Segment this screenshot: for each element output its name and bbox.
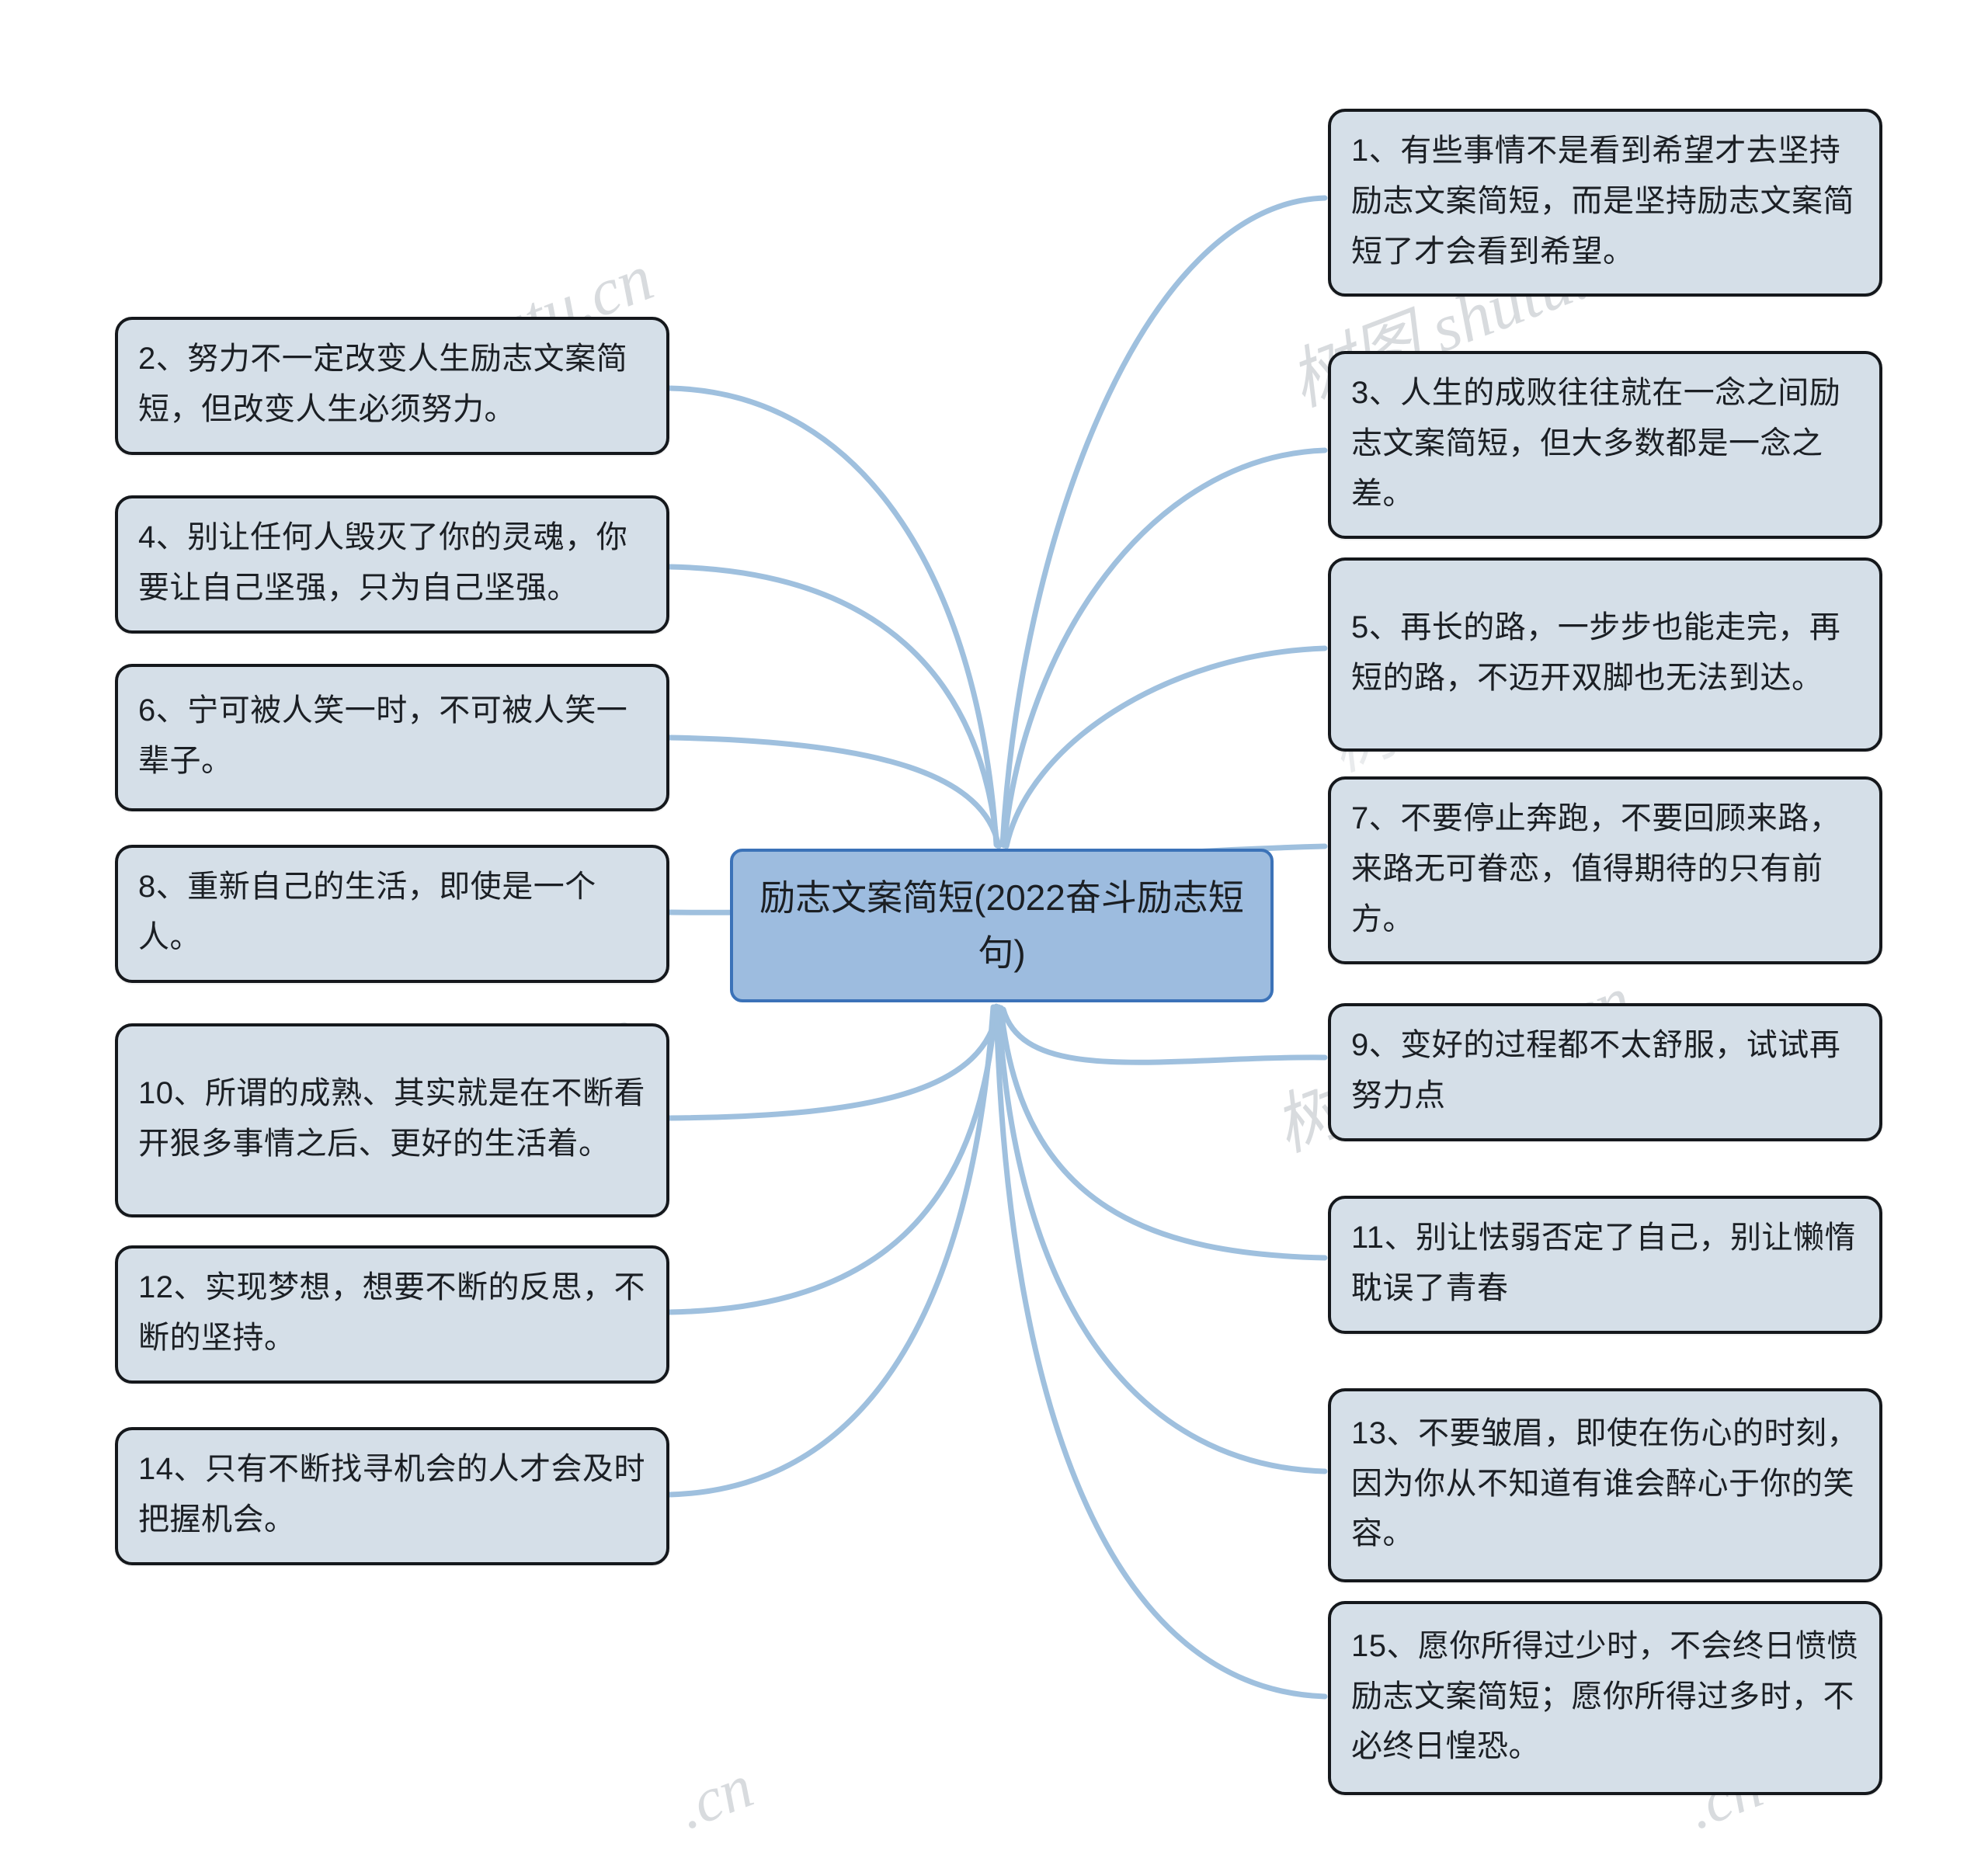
- branch-node-14[interactable]: 14、只有不断找寻机会的人才会及时把握机会。: [115, 1427, 669, 1565]
- branch-node-2[interactable]: 2、努力不一定改变人生励志文案简短，但改变人生必须努力。: [115, 317, 669, 455]
- connector-to-node-4: [666, 564, 1000, 849]
- connector-to-node-9: [1000, 1006, 1328, 1065]
- root-label: 励志文案简短(2022奋斗励志短句): [759, 877, 1244, 973]
- branch-node-8[interactable]: 8、重新自己的生活，即使是一个人。: [115, 845, 669, 983]
- branch-node-9[interactable]: 9、变好的过程都不太舒服，试试再努力点: [1328, 1003, 1882, 1141]
- branch-label: 1、有些事情不是看到希望才去坚持励志文案简短，而是坚持励志文案简短了才会看到希望…: [1351, 134, 1854, 269]
- branch-label: 11、别让怯弱否定了自己，别让懒惰耽误了青春: [1351, 1221, 1857, 1305]
- branch-label: 13、不要皱眉，即使在伤心的时刻，因为你从不知道有谁会醉心于你的笑容。: [1351, 1415, 1858, 1551]
- branch-label: 4、别让任何人毁灭了你的灵魂，你要让自己坚强，只为自己坚强。: [138, 520, 628, 605]
- branch-node-7[interactable]: 7、不要停止奔跑，不要回顾来路，来路无可眷恋，值得期待的只有前方。: [1328, 776, 1882, 965]
- branch-label: 10、所谓的成熟、其实就是在不断看开狠多事情之后、更好的生活着。: [138, 1076, 645, 1161]
- branch-label: 2、努力不一定改变人生励志文案简短，但改变人生必须努力。: [138, 342, 628, 426]
- root-node[interactable]: 励志文案简短(2022奋斗励志短句): [730, 849, 1274, 1002]
- connector-to-node-2: [666, 385, 999, 848]
- connector-to-node-5: [1003, 645, 1328, 849]
- branch-label: 6、宁可被人笑一时，不可被人笑一辈子。: [138, 693, 628, 778]
- branch-label: 3、人生的成败往往就在一念之间励志文案简短，但大多数都是一念之差。: [1351, 376, 1841, 511]
- branch-node-11[interactable]: 11、别让怯弱否定了自己，别让懒惰耽误了青春: [1328, 1196, 1882, 1334]
- branch-label: 5、再长的路，一步步也能走完，再短的路，不迈开双脚也无法到达。: [1351, 610, 1841, 695]
- branch-node-4[interactable]: 4、别让任何人毁灭了你的灵魂，你要让自己坚强，只为自己坚强。: [115, 495, 669, 634]
- branch-label: 9、变好的过程都不太舒服，试试再努力点: [1351, 1028, 1841, 1113]
- branch-node-1[interactable]: 1、有些事情不是看到希望才去坚持励志文案简短，而是坚持励志文案简短了才会看到希望…: [1328, 109, 1882, 297]
- connector-to-node-13: [996, 1004, 1328, 1474]
- connector-to-node-6: [666, 735, 1002, 849]
- branch-label: 7、不要停止奔跑，不要回顾来路，来路无可眷恋，值得期待的只有前方。: [1351, 801, 1841, 936]
- connector-to-node-12: [666, 1005, 999, 1315]
- connector-to-node-15: [993, 1003, 1328, 1700]
- branch-label: 8、重新自己的生活，即使是一个人。: [138, 870, 596, 954]
- branch-label: 12、实现梦想，想要不断的反思，不断的坚持。: [138, 1270, 645, 1355]
- watermark: .cn: [668, 1752, 763, 1843]
- branch-node-6[interactable]: 6、宁可被人笑一时，不可被人笑一辈子。: [115, 664, 669, 811]
- connector-to-node-14: [666, 1004, 996, 1498]
- connector-to-node-1: [999, 195, 1328, 848]
- branch-label: 14、只有不断找寻机会的人才会及时把握机会。: [138, 1452, 645, 1537]
- branch-node-13[interactable]: 13、不要皱眉，即使在伤心的时刻，因为你从不知道有谁会醉心于你的笑容。: [1328, 1388, 1882, 1582]
- connector-to-node-10: [666, 1006, 1001, 1121]
- branch-node-12[interactable]: 12、实现梦想，想要不断的反思，不断的坚持。: [115, 1245, 669, 1384]
- connector-to-node-11: [998, 1005, 1328, 1261]
- connector-to-node-3: [1001, 447, 1328, 849]
- branch-node-15[interactable]: 15、愿你所得过少时，不会终日愤愤励志文案简短；愿你所得过多时，不必终日惶恐。: [1328, 1601, 1882, 1795]
- branch-label: 15、愿你所得过少时，不会终日愤愤励志文案简短；愿你所得过多时，不必终日惶恐。: [1351, 1628, 1858, 1764]
- branch-node-3[interactable]: 3、人生的成败往往就在一念之间励志文案简短，但大多数都是一念之差。: [1328, 351, 1882, 540]
- branch-node-10[interactable]: 10、所谓的成熟、其实就是在不断看开狠多事情之后、更好的生活着。: [115, 1023, 669, 1217]
- branch-node-5[interactable]: 5、再长的路，一步步也能走完，再短的路，不迈开双脚也无法到达。: [1328, 557, 1882, 752]
